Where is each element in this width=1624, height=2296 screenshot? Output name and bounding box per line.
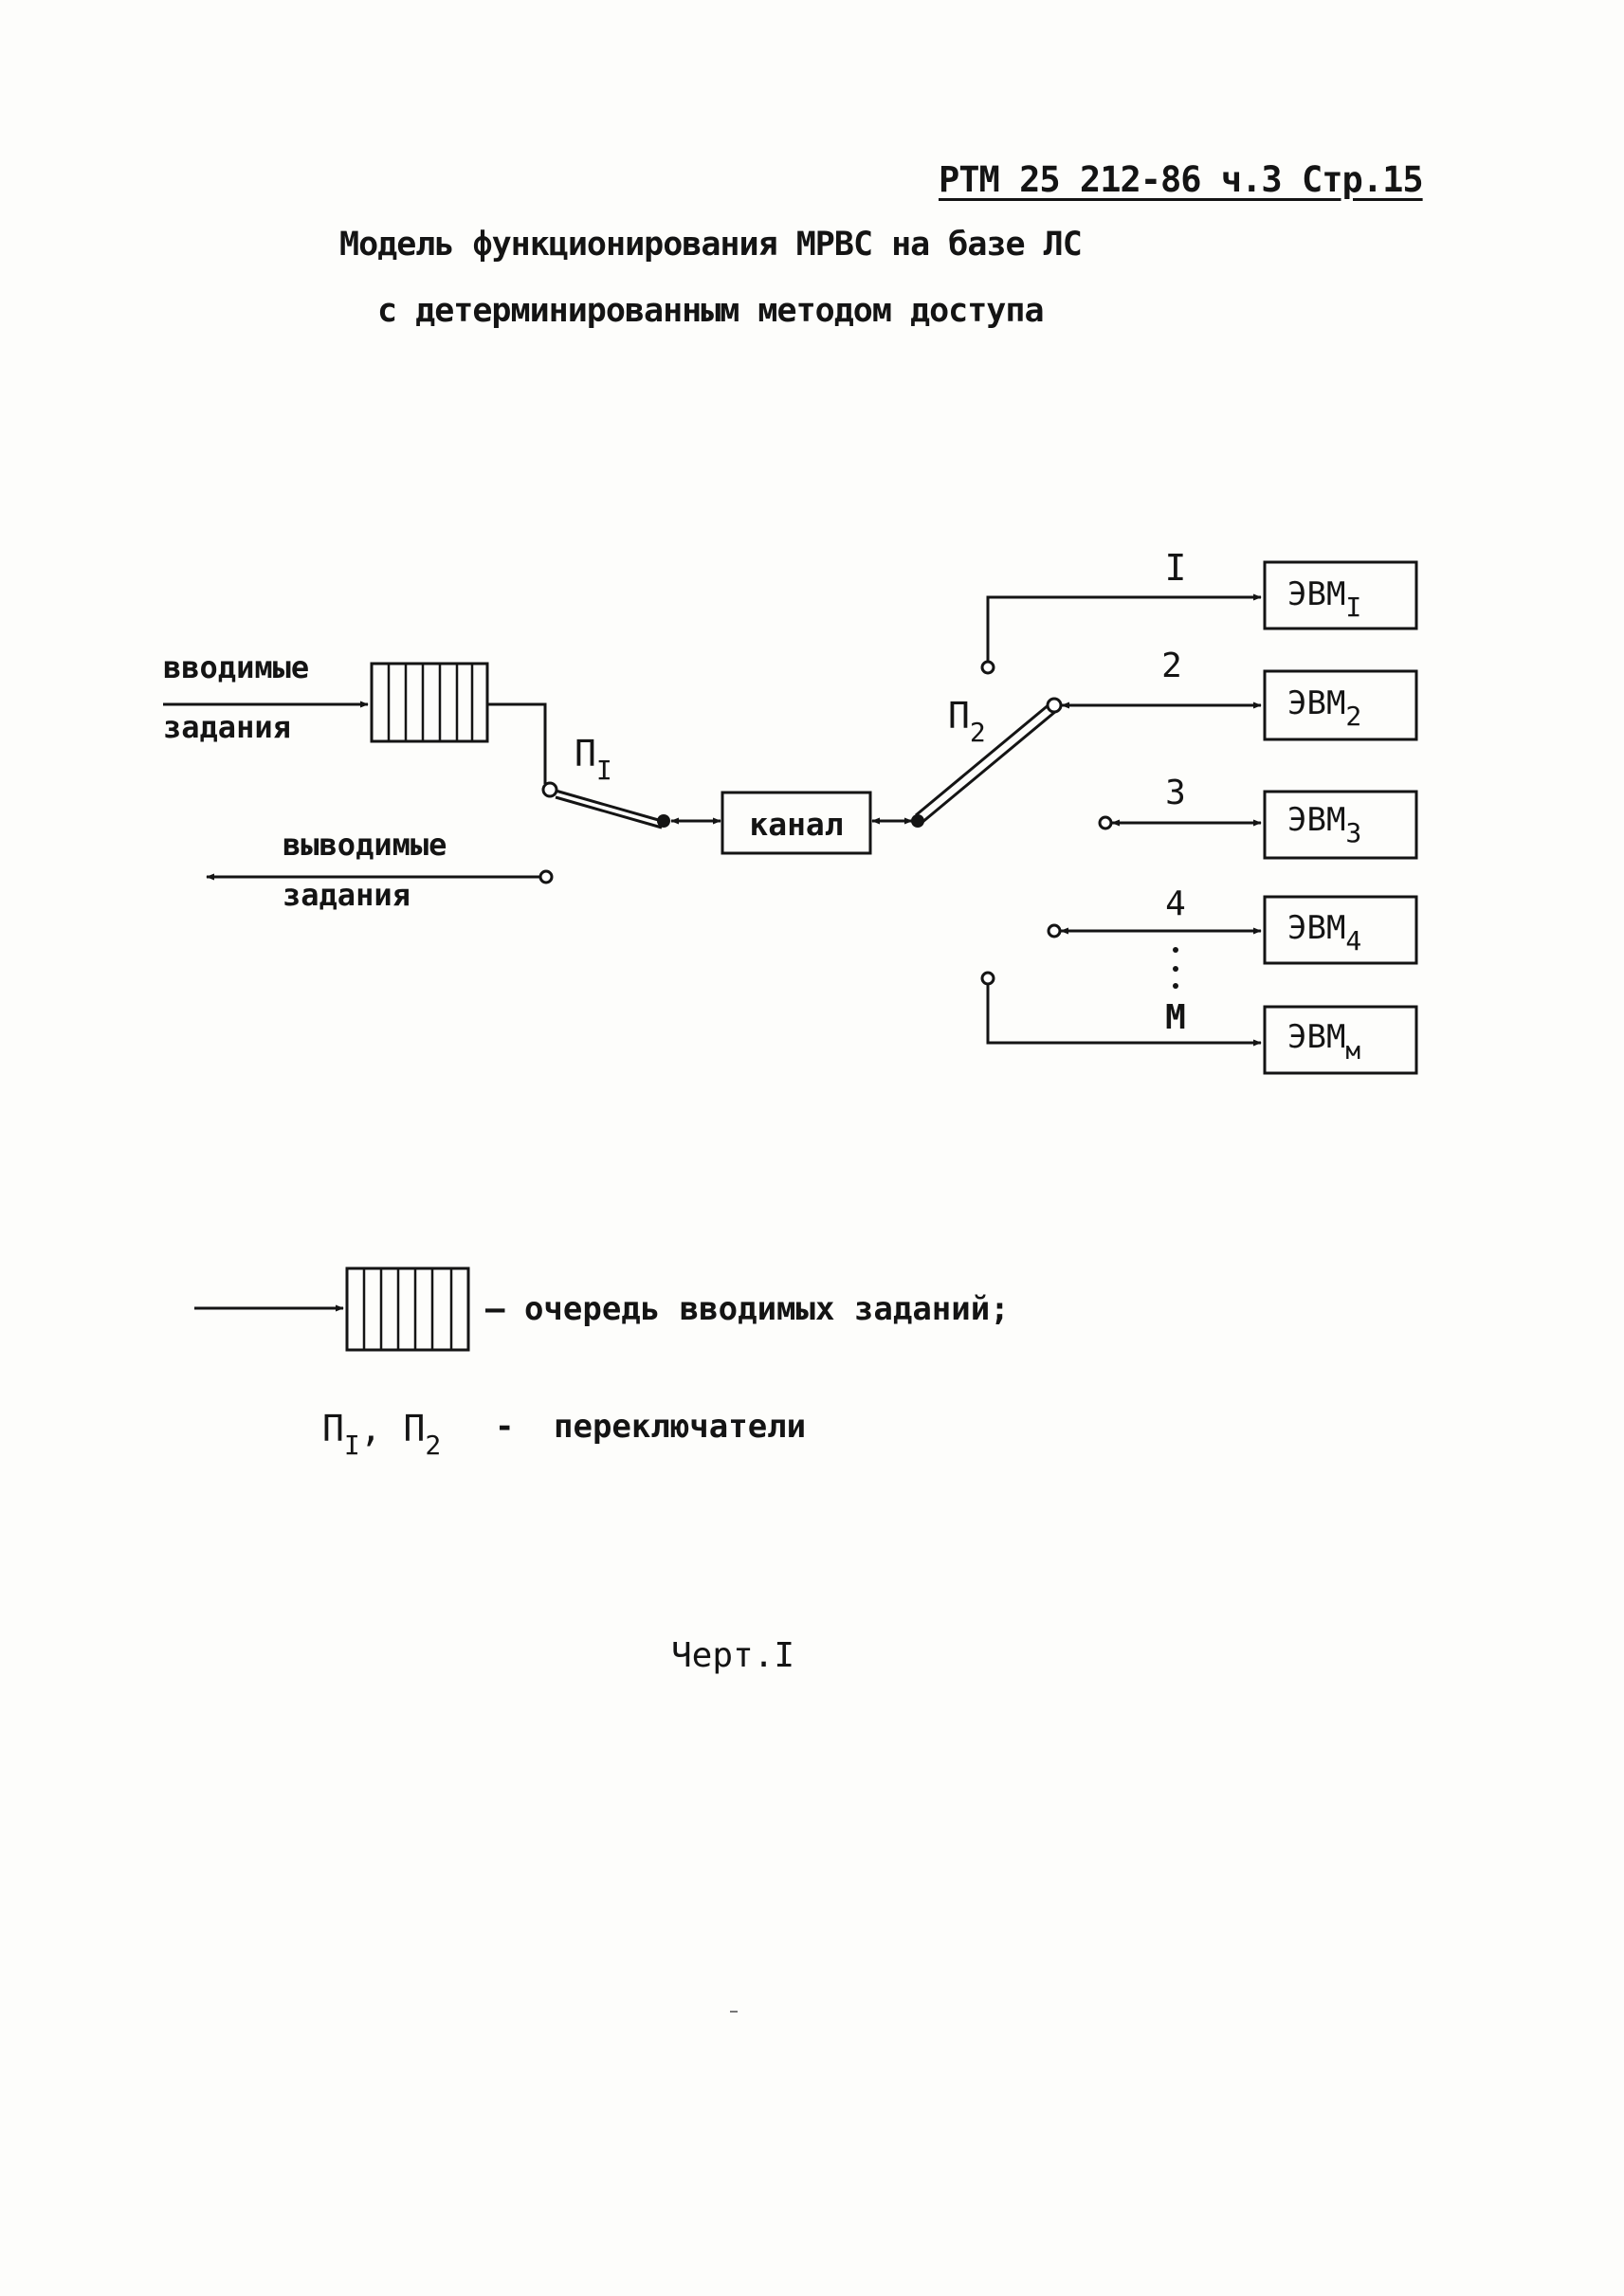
line-m-number: М <box>1165 998 1186 1037</box>
switch1-label: ПI <box>575 733 612 786</box>
line-1 <box>980 593 1262 675</box>
computer-2-label: ЭВМ2 <box>1287 684 1361 732</box>
computer-2-box <box>1263 669 1418 741</box>
legend-switches-dash: - <box>495 1408 514 1446</box>
line-3-number: 3 <box>1165 774 1186 812</box>
computer-3-label: ЭВМ3 <box>1287 801 1361 848</box>
input-queue <box>370 662 489 743</box>
channel-box <box>721 791 872 855</box>
legend-switches-text: переключатели <box>554 1408 806 1446</box>
computer-4-label: ЭВМ4 <box>1287 909 1361 957</box>
computer-4-box <box>1263 895 1418 965</box>
figure-title-line-1: Модель функционирования МРВС на базе ЛС <box>339 226 1083 264</box>
line-m <box>980 971 1262 1047</box>
channel-label: канал <box>749 806 843 843</box>
computer-m-label: ЭВМм <box>1287 1018 1360 1066</box>
ellipsis-dots <box>1173 947 1178 989</box>
input-jobs-label-2: задания <box>163 709 291 745</box>
line-1-number: I <box>1165 547 1187 589</box>
input-jobs-label-1: вводимые <box>163 649 309 685</box>
line-3 <box>1098 815 1262 830</box>
legend-queue-symbol <box>194 1266 470 1352</box>
document-reference: РТМ 25 212-86 ч.3 Стр.15 <box>939 159 1424 200</box>
line-2-number: 2 <box>1161 647 1182 685</box>
line-4 <box>1047 923 1262 938</box>
computer-3-box <box>1263 790 1418 860</box>
output-jobs-label-1: выводимые <box>283 827 447 863</box>
output-jobs-label-2: задания <box>283 877 411 913</box>
legend-switches-symbols: ПI, П2 <box>322 1408 441 1461</box>
figure-caption: Черт.I <box>671 1636 794 1675</box>
line-4-number: 4 <box>1165 884 1186 923</box>
computer-1-label: ЭВМI <box>1287 575 1361 623</box>
computer-1-box <box>1263 560 1418 630</box>
switch-p1 <box>541 781 670 829</box>
switch2-label: П2 <box>948 695 986 748</box>
output-terminal <box>538 869 554 884</box>
computer-m-box <box>1263 1005 1418 1075</box>
switch-p2 <box>911 697 1063 828</box>
figure-title-line-2: с детерминированным методом доступа <box>377 292 1045 330</box>
queue-to-switch1-line <box>487 702 547 784</box>
legend-queue-text: — очередь вводимых заданий; <box>485 1290 1010 1328</box>
